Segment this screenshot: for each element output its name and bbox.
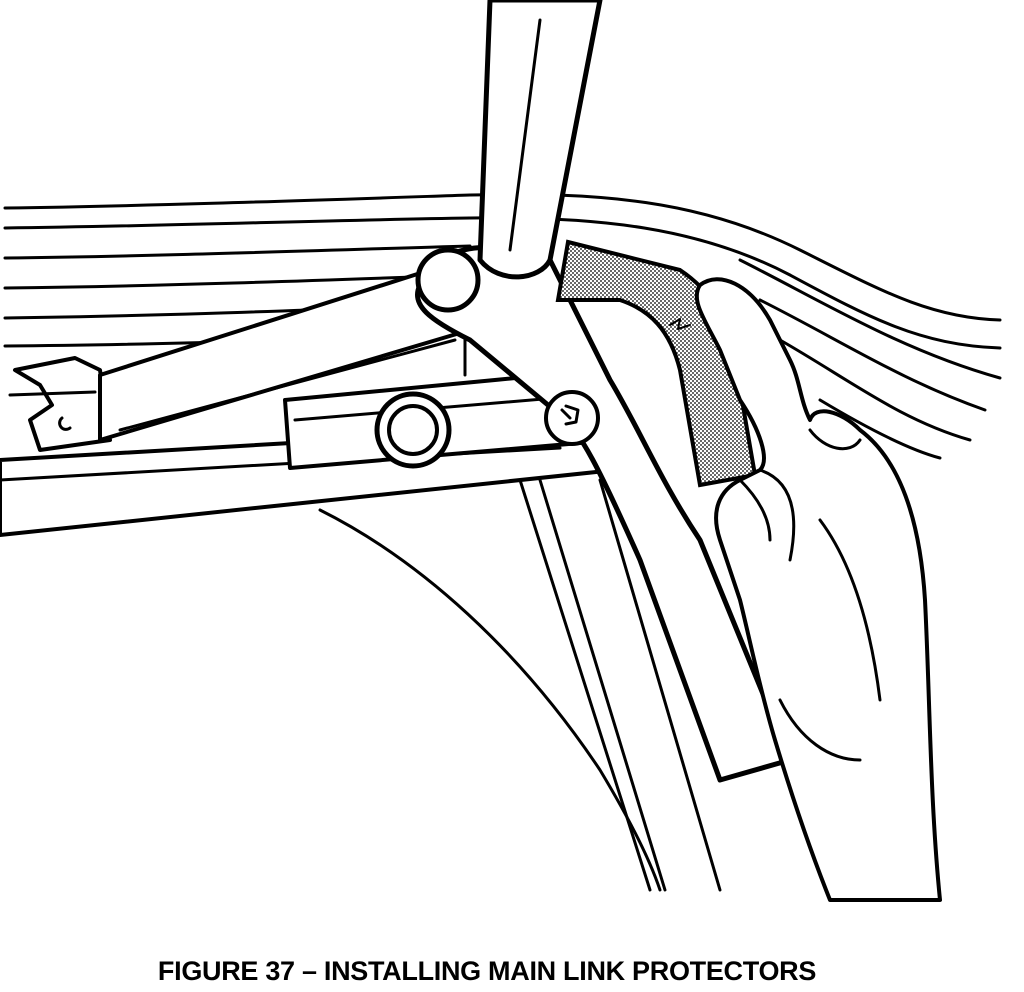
figure-caption: FIGURE 37 – INSTALLING MAIN LINK PROTECT…: [157, 956, 817, 986]
main-link-illustration: [0, 0, 1002, 902]
support-rod: [477, 0, 603, 280]
lower-frame: [318, 478, 722, 892]
hand: [694, 277, 942, 902]
left-bracket: [8, 356, 112, 452]
